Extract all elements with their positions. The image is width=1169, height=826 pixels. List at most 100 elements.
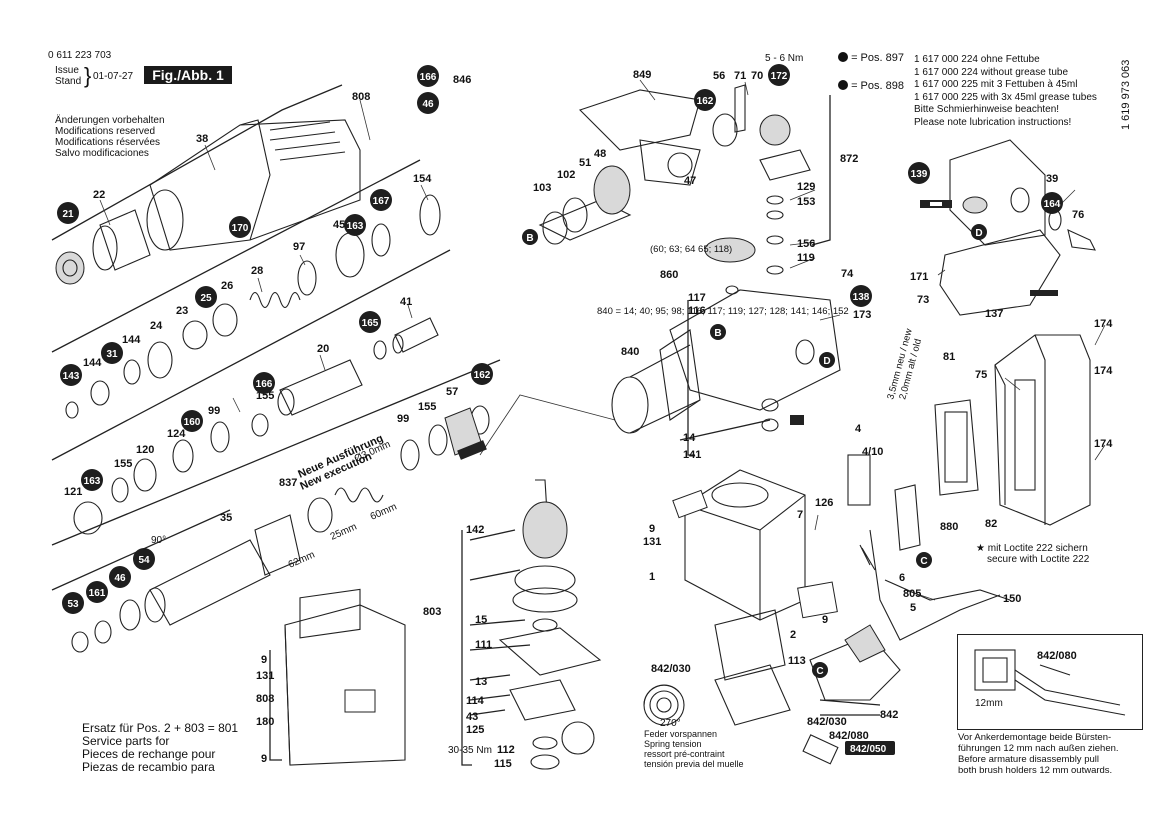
- svg-text:53: 53: [67, 599, 79, 610]
- svg-text:162: 162: [697, 96, 714, 107]
- badge-46b: 46: [109, 566, 131, 588]
- label-124: 124: [167, 428, 186, 440]
- label-129: 129: [797, 181, 815, 193]
- grease-dot-icon: [838, 52, 848, 62]
- label-144b: 144: [83, 357, 102, 369]
- label-116: 116: [688, 305, 706, 317]
- label-82: 82: [985, 518, 997, 530]
- label-171: 171: [910, 271, 928, 283]
- armature-part: [498, 479, 602, 770]
- svg-text:46: 46: [114, 573, 126, 584]
- label-270deg: 270°: [660, 718, 681, 729]
- service-line: Service parts for: [82, 734, 170, 748]
- grease-note-897: = Pos. 897: [838, 52, 904, 64]
- svg-text:166: 166: [256, 379, 273, 390]
- label-842-080: 842/080: [829, 730, 869, 742]
- label-74: 74: [841, 268, 854, 280]
- svg-text:21: 21: [62, 209, 74, 220]
- kit-brackets: [269, 95, 881, 766]
- grease-note-lines: 1 617 000 224 ohne Fettube 1 617 000 224…: [914, 54, 1097, 129]
- modifications-de: Änderungen vorbehalten: [55, 115, 165, 126]
- badge-54: 54: [133, 548, 155, 570]
- svg-text:31: 31: [106, 349, 118, 360]
- service-line: Piezas de recambio para: [82, 760, 215, 774]
- badge-138: 138: [850, 285, 872, 307]
- label-155c: 155: [418, 401, 436, 413]
- badge-c1: C: [916, 552, 932, 568]
- assembly-guides: [51, 84, 616, 591]
- brush-holder-part: [802, 624, 901, 765]
- leader-lines: [99, 79, 1106, 601]
- svg-text:163: 163: [347, 221, 364, 232]
- brush-line: both brush holders 12 mm outwards.: [958, 765, 1113, 776]
- label-47: 47: [684, 175, 696, 187]
- label-51: 51: [579, 157, 591, 169]
- label-14: 14: [683, 432, 696, 444]
- label-28: 28: [251, 265, 263, 277]
- grease-line: Please note lubrication instructions!: [914, 116, 1072, 128]
- label-849: 849: [633, 69, 651, 81]
- label-39: 39: [1046, 173, 1058, 185]
- label-5: 5: [910, 602, 916, 614]
- label-4: 4: [855, 423, 862, 435]
- label-15: 15: [475, 614, 487, 626]
- star-icon: ★: [976, 543, 988, 554]
- grease-dot-icon: [838, 80, 848, 90]
- svg-text:172: 172: [771, 71, 788, 82]
- badge-161: 161: [86, 581, 108, 603]
- spring-line: Spring tension: [644, 739, 702, 749]
- label-35: 35: [220, 512, 232, 524]
- label-2: 2: [790, 629, 796, 641]
- brush-holder-note: Vor Ankerdemontage beide Bürsten- führun…: [958, 732, 1119, 776]
- badge-53: 53: [62, 592, 84, 614]
- badge-163a: 163: [344, 214, 366, 236]
- label-155b: 155: [114, 458, 132, 470]
- label-808: 808: [352, 91, 370, 103]
- label-141: 141: [683, 449, 701, 461]
- label-43: 43: [466, 711, 478, 723]
- inset-illustration: [974, 649, 1126, 716]
- label-22: 22: [93, 189, 105, 201]
- spindle-41-part: [277, 317, 439, 416]
- label-842-080-inset: 842/080: [1037, 650, 1077, 662]
- top-cover-part: [920, 139, 1096, 316]
- grease-line: 1 617 000 224 ohne Fettube: [914, 54, 1040, 65]
- badge-162a: 162: [694, 89, 716, 111]
- label-173: 173: [853, 309, 871, 321]
- label-62mm: 62mm: [287, 549, 317, 570]
- badge-143: 143: [60, 364, 82, 386]
- badge-d1: D: [971, 224, 987, 240]
- badge-b1: B: [522, 229, 538, 245]
- label-174a: 174: [1094, 318, 1113, 330]
- label-73: 73: [917, 294, 929, 306]
- label-90deg: 90°: [151, 535, 166, 546]
- badge-25: 25: [195, 286, 217, 308]
- svg-text:165: 165: [362, 318, 379, 329]
- label-9c: 9: [261, 654, 267, 666]
- badge-21: 21: [57, 202, 79, 224]
- svg-text:B: B: [526, 233, 533, 244]
- sleeve-22-part: [92, 209, 151, 271]
- label-156: 156: [797, 238, 815, 250]
- label-808b: 808: [256, 693, 274, 705]
- label-71: 71: [734, 70, 746, 82]
- label-7: 7: [797, 509, 803, 521]
- spring-gauge-part: [643, 684, 685, 726]
- svg-text:C: C: [816, 666, 823, 677]
- label-56: 56: [713, 70, 725, 82]
- handle-housing-part: [934, 334, 1091, 526]
- issue-label: Issue: [55, 65, 79, 76]
- svg-text:54: 54: [138, 555, 150, 566]
- badge-167: 167: [370, 189, 392, 211]
- label-75: 75: [975, 369, 987, 381]
- label-99b: 99: [397, 413, 409, 425]
- label-126: 126: [815, 497, 833, 509]
- svg-text:161: 161: [89, 588, 106, 599]
- label-150: 150: [1003, 593, 1021, 605]
- grease-line: Bitte Schmierhinweise beachten!: [914, 104, 1060, 115]
- cap-21-part: [55, 251, 85, 285]
- svg-text:139: 139: [911, 169, 928, 180]
- svg-text:160: 160: [184, 417, 201, 428]
- svg-text:B: B: [714, 328, 721, 339]
- badge-46a: 46: [417, 92, 439, 114]
